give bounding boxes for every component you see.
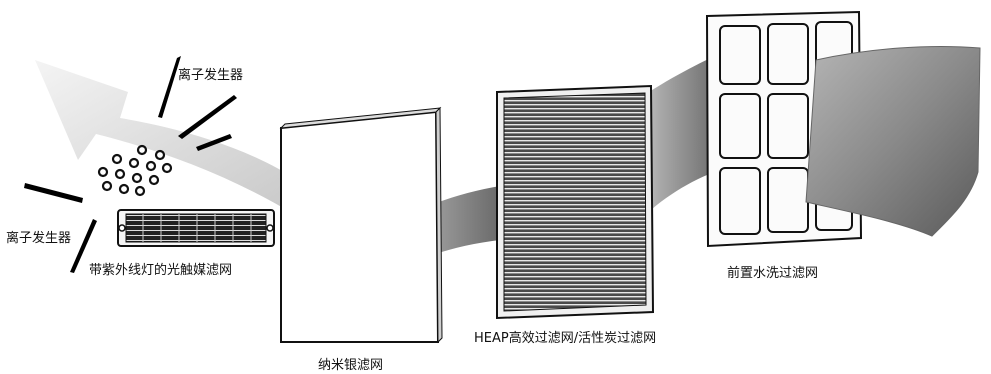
airflow-out-arrow: [35, 60, 300, 212]
label-heap-carbon: HEAP高效过滤网/活性炭过滤网: [474, 331, 657, 346]
heap-carbon-filter: [496, 84, 655, 320]
ion-particles: [97, 144, 173, 197]
label-ion-generator-left: 离子发生器: [6, 231, 72, 246]
nano-silver-filter: [279, 106, 443, 344]
label-ion-generator-top: 离子发生器: [178, 68, 244, 83]
uv-photocatalyst-filter: [117, 209, 275, 247]
ion-emission-lines: [24, 56, 237, 273]
label-prewash: 前置水洗过滤网: [727, 266, 819, 281]
label-uv-photocatalyst: 带紫外线灯的光触媒滤网: [89, 263, 233, 278]
prewash-mesh-sheet: [805, 46, 981, 237]
label-nano-silver: 纳米银滤网: [318, 358, 384, 373]
